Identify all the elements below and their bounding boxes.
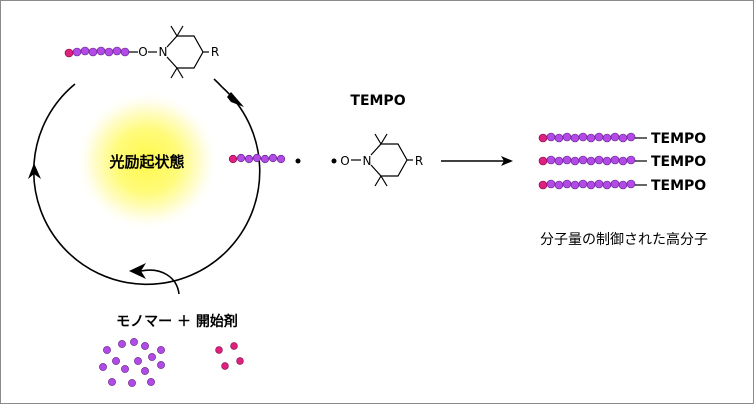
tempo-nitrogen: N (363, 154, 372, 168)
tempo-r-group: R (415, 154, 423, 168)
product-tempo-label-2: TEMPO (651, 154, 706, 170)
tempo-title: TEMPO (350, 93, 405, 109)
product-tempo-label-1: TEMPO (651, 131, 706, 147)
product-chain-3 (538, 179, 647, 190)
reaction-arrowhead (501, 156, 513, 166)
product-chain-1 (538, 132, 647, 143)
product-tempo-label-3: TEMPO (651, 178, 706, 194)
excited-state-glow (75, 91, 219, 231)
monomer-feed-arrow (140, 269, 180, 295)
tempo-ring (370, 133, 413, 187)
alkoxyamine-ring (166, 25, 209, 79)
product-chain-2 (538, 155, 647, 166)
alkoxyamine-nitrogen: N (159, 45, 168, 59)
cycle-arrowhead-bottom (129, 263, 146, 279)
tempo-oxygen: O (340, 154, 349, 168)
alkoxyamine-r-group: R (211, 45, 219, 59)
cycle-arc-top (213, 78, 223, 88)
monomer-dots (99, 338, 165, 387)
excited-state-label: 光励起状態 (108, 153, 184, 171)
cycle-arc (33, 83, 261, 286)
monomer-initiator-label: モノマー ＋ 開始剤 (116, 313, 238, 330)
tempo-radical-dot (331, 158, 337, 164)
cycle-arrowhead-left (28, 163, 41, 179)
dormant-polymer-chain (64, 46, 130, 58)
controlled-polymer-label: 分子量の制御された高分子 (540, 231, 708, 248)
alkoxyamine-oxygen: O (138, 45, 147, 59)
initiator-dots (215, 342, 244, 370)
propagating-radical-chain (228, 153, 301, 164)
cycle-arrowhead-right (227, 92, 244, 107)
